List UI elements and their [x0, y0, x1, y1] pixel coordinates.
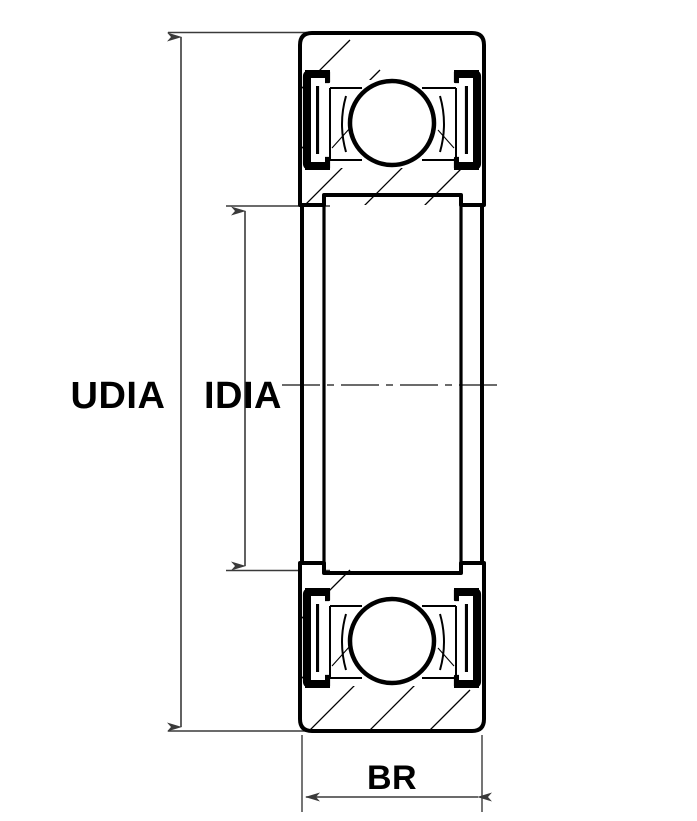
- lower-raceway-hatch-ticks: [331, 645, 455, 667]
- upper-bearing-half: [298, 31, 486, 207]
- lower-bearing-half: [298, 561, 486, 733]
- lower-raceway-lines: [329, 605, 457, 679]
- upper-raceway-hatch-ticks: [331, 127, 455, 149]
- dimension-label-br: BR: [367, 759, 417, 797]
- upper-raceway-lines: [329, 87, 457, 161]
- upper-ball: [347, 78, 437, 168]
- upper-left-seal: [302, 70, 331, 170]
- dimension-lines: [167, 32, 492, 802]
- bore-section: [300, 196, 484, 572]
- upper-right-seal: [453, 70, 482, 170]
- dimension-label-udia: UDIA: [71, 375, 166, 417]
- lower-left-seal: [302, 588, 331, 688]
- lower-right-seal: [453, 588, 482, 688]
- lower-ball: [347, 596, 437, 686]
- dimension-label-idia: IDIA: [204, 375, 282, 417]
